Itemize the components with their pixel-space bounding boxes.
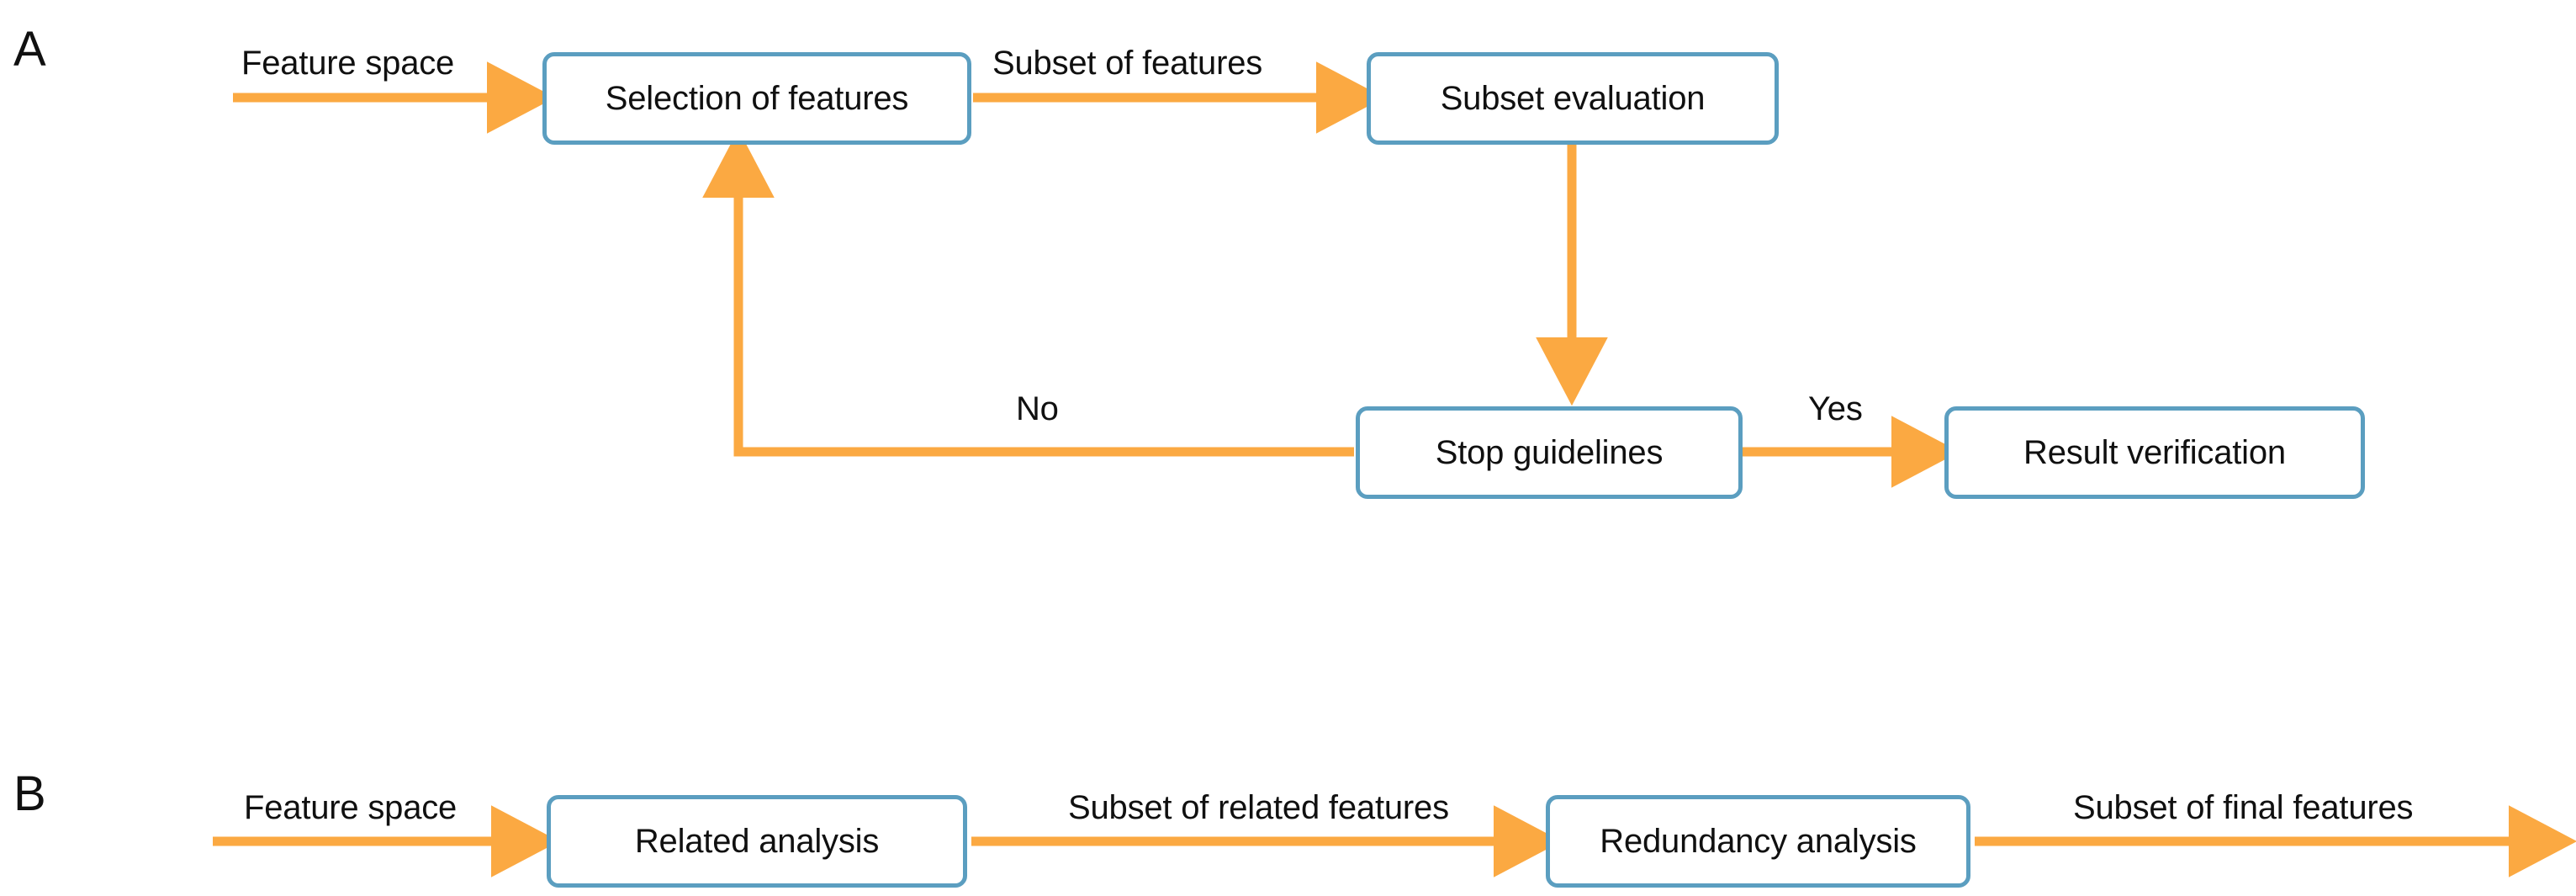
edge-label-subset-of-features: Subset of features [992, 45, 1263, 82]
node-redundancy-analysis[interactable]: Redundancy analysis [1546, 795, 1970, 888]
panel-label-b: B [13, 766, 46, 821]
node-stop-guidelines[interactable]: Stop guidelines [1356, 406, 1743, 499]
edge-label-feature-space-b: Feature space [244, 789, 458, 826]
edge-label-subset-of-final-features: Subset of final features [2073, 789, 2414, 826]
edge-label-yes: Yes [1808, 390, 1863, 427]
edge-label-no: No [1016, 390, 1059, 427]
panel-label-a: A [13, 22, 46, 77]
node-related-analysis[interactable]: Related analysis [547, 795, 967, 888]
edge-label-feature-space-a: Feature space [241, 45, 455, 82]
node-subset-evaluation[interactable]: Subset evaluation [1367, 52, 1779, 145]
node-result-verification[interactable]: Result verification [1944, 406, 2365, 499]
node-selection-of-features[interactable]: Selection of features [542, 52, 971, 145]
edge-label-subset-of-related-features: Subset of related features [1068, 789, 1449, 826]
